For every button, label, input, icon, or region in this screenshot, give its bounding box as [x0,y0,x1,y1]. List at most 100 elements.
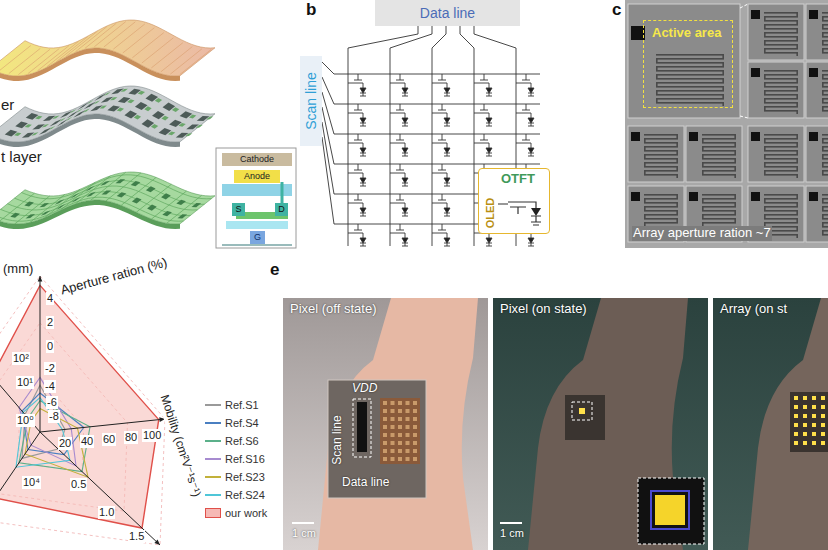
serpentine-turn [796,174,798,178]
pixel-dot [406,409,410,413]
pixel-dot [383,441,387,445]
scan-wire [322,92,540,134]
pixel-dot [413,449,417,453]
serpentine-electrode [822,36,828,38]
serpentine-turn [734,202,736,206]
serpentine-electrode [822,218,828,220]
serpentine-turn [822,32,824,36]
vdd-electrode [357,402,367,452]
pixel-dot [413,417,417,421]
tick-label: 4 [46,292,54,305]
serpentine-electrode [764,32,798,34]
sheet-stripe [75,27,107,52]
serpentine-turn [702,154,704,158]
sheet-surface [0,20,215,76]
serpentine-turn [722,78,724,82]
pixel-matrix [380,398,420,464]
otft-symbol [390,164,405,178]
ground-symbol [486,123,492,126]
serpentine-electrode [656,66,724,68]
legend-text: Ref.S16 [225,453,265,466]
serpentine-turn [676,150,678,154]
contact-pad [809,192,818,201]
pixel-tile [748,126,804,182]
serpentine-electrode [644,134,678,136]
pixel-dot [413,425,417,429]
serpentine-electrode [764,146,798,148]
pixel-dot [413,441,417,445]
serpentine-turn [676,142,678,146]
serpentine-electrode [764,214,798,216]
serpentine-turn [734,142,736,146]
transistor-pad [26,214,36,218]
anode-layer: Anode [234,170,280,183]
scan-wire [322,107,540,164]
data-wire [390,26,432,246]
transistor-pad [131,181,141,186]
pixel-tile [686,126,742,182]
serpentine-electrode [822,102,828,104]
serpentine-electrode [764,138,798,140]
contact-pad [751,68,760,77]
serpentine-electrode [656,54,724,56]
pixel-dot [383,409,387,413]
contact-pad [751,10,760,19]
lit-pixel [655,495,685,525]
sheet-stripe [0,45,31,70]
lit-pixel [794,414,798,418]
serpentine-turn [822,230,824,234]
node-text: G [254,232,261,242]
inset-frame [216,148,296,248]
ground-symbol [444,153,450,156]
contact-pad [809,68,818,77]
legend-entry: Ref.S16 [205,452,265,466]
ground-symbol [444,123,450,126]
oled-symbol [444,238,450,243]
serpentine-electrode [702,214,736,216]
sheet-stripe [170,49,202,74]
pixel-tft [31,132,38,136]
tick-label: 10¹ [16,376,34,389]
pixel-dot [398,449,402,453]
serpentine-turn [764,40,766,44]
pixel-tile [628,4,740,118]
ground-symbol [444,183,450,186]
serpentine-electrode [644,170,678,172]
grid-line [136,184,171,212]
oled-symbol [402,118,408,123]
transistor-pad [147,205,157,211]
serpentine-turn [764,74,766,78]
serpentine-turn [796,78,798,82]
source-electrode: S [232,203,245,216]
serpentine-turn [644,154,646,158]
transistor-pad [178,214,188,218]
serpentine-electrode [644,202,678,204]
transistor-pad [146,186,156,192]
serpentine-electrode [702,218,736,220]
serpentine-electrode [764,94,798,96]
oled-symbol [402,178,408,183]
serpentine-electrode [644,146,678,148]
serpentine-electrode [702,166,736,168]
legend-entry: Ref.S6 [205,434,259,448]
legend-text: Ref.S24 [225,489,265,502]
serpentine-electrode [764,98,798,100]
grid-line [45,189,80,217]
serpentine-electrode [822,158,828,160]
grid-line [76,176,111,204]
serpentine-electrode [702,142,736,144]
radar-axis [40,432,160,545]
serpentine-turn [796,150,798,154]
pixel-tile [806,62,828,118]
sheet-stripe [18,49,49,74]
serpentine-turn [796,44,798,48]
photo-title: Pixel (on state) [500,302,587,317]
serpentine-turn [796,12,798,16]
tile [628,4,740,118]
serpentine-electrode [822,44,828,46]
contact-pad [809,132,818,141]
serpentine-turn [822,214,824,218]
pixel-tft [117,108,124,112]
pixel-tft [121,89,128,92]
serpentine-turn [676,158,678,162]
